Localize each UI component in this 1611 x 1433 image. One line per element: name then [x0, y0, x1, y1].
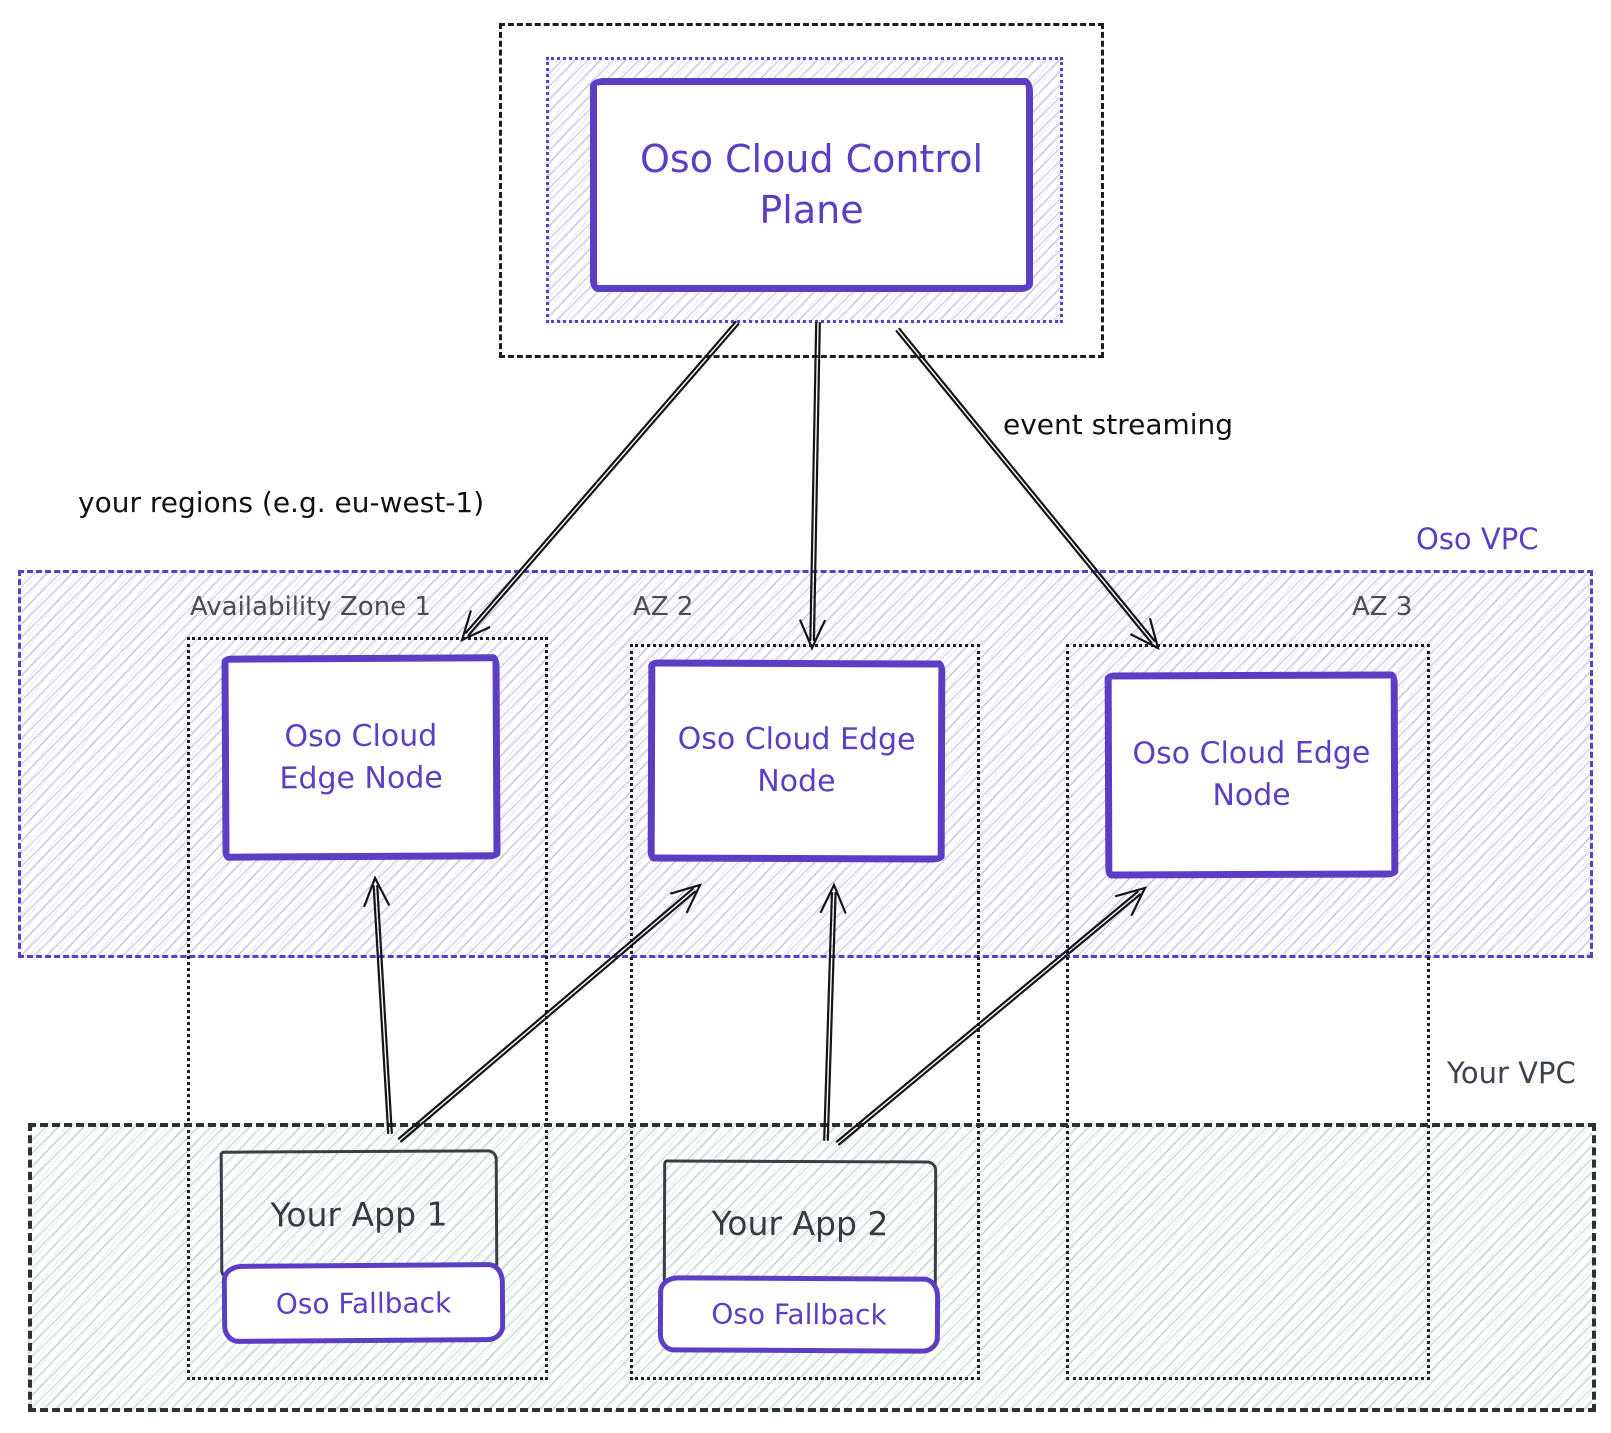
availability-zone-2-label: AZ 2 — [633, 592, 694, 622]
event-streaming-label: event streaming — [1003, 408, 1234, 441]
your-app-2-box: Your App 2 — [662, 1159, 938, 1288]
control-plane-outer-dashed-box — [499, 23, 1104, 358]
your-app-1-label: Your App 1 — [270, 1194, 448, 1234]
edge-node-2-box: Oso Cloud Edge Node — [647, 659, 946, 863]
edge-node-1-label: Oso Cloud Edge Node — [279, 718, 443, 796]
control-plane-label: Oso Cloud Control Plane — [639, 136, 984, 232]
edge-node-2-label: Oso Cloud Edge Node — [677, 721, 916, 800]
your-vpc-label: Your VPC — [1447, 1056, 1576, 1090]
your-regions-label: your regions (e.g. eu-west-1) — [78, 486, 485, 519]
oso-vpc-label: Oso VPC — [1416, 522, 1539, 556]
control-plane-box: Oso Cloud Control Plane — [590, 78, 1033, 292]
your-app-2-label: Your App 2 — [711, 1203, 889, 1244]
availability-zone-1-label: Availability Zone 1 — [190, 592, 431, 622]
oso-fallback-2-box: Oso Fallback — [657, 1275, 941, 1354]
availability-zone-3-label: AZ 3 — [1352, 592, 1413, 622]
oso-fallback-1-box: Oso Fallback — [221, 1262, 506, 1344]
oso-fallback-2-label: Oso Fallback — [711, 1297, 887, 1332]
oso-fallback-1-label: Oso Fallback — [275, 1285, 452, 1321]
edge-node-3-label: Oso Cloud Edge Node — [1132, 735, 1371, 814]
edge-node-1-box: Oso Cloud Edge Node — [221, 654, 501, 861]
edge-node-3-box: Oso Cloud Edge Node — [1104, 671, 1399, 879]
your-app-1-box: Your App 1 — [219, 1149, 499, 1279]
